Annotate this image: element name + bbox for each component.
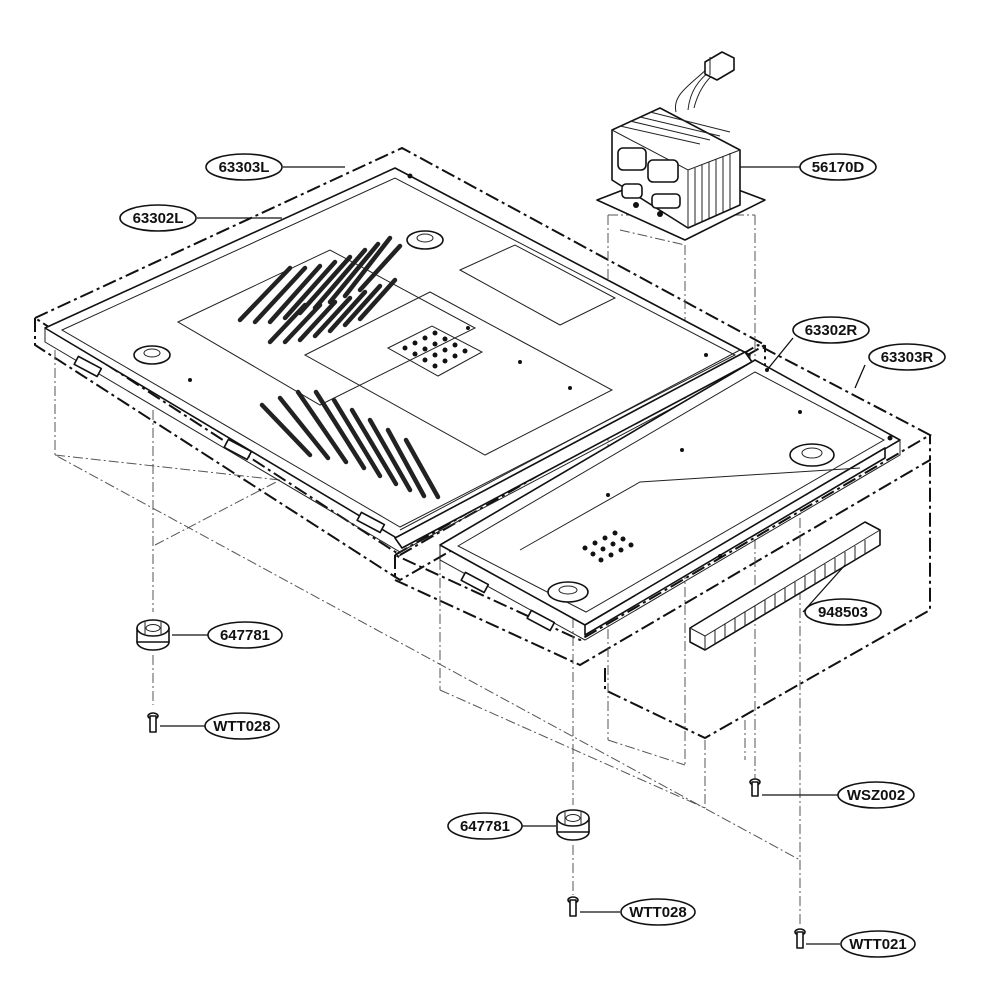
label-647781-left: 647781 — [207, 621, 283, 649]
label-WTT028-left-text: WTT028 — [213, 718, 271, 735]
label-WTT028-left: WTT028 — [204, 712, 280, 740]
label-WTT028-center: WTT028 — [620, 898, 696, 926]
grille-holes-right — [582, 530, 634, 563]
label-63302L: 63302L — [119, 204, 197, 232]
label-56170D: 56170D — [799, 153, 877, 181]
label-647781-center: 647781 — [447, 812, 523, 840]
leader-lines — [160, 166, 866, 945]
transformer — [596, 51, 766, 241]
foam-strip — [689, 521, 881, 651]
base-plate-right — [439, 359, 901, 641]
label-63303L-text: 63303L — [219, 159, 270, 176]
label-WTT028-center-text: WTT028 — [629, 904, 687, 921]
foot-center — [556, 809, 590, 841]
vent-slots-upper — [237, 235, 403, 345]
label-63303R-text: 63303R — [881, 349, 934, 366]
label-63303R: 63303R — [868, 343, 946, 371]
label-63302R-text: 63302R — [805, 322, 858, 339]
label-WTT021-text: WTT021 — [849, 936, 907, 953]
vent-slots-lower — [259, 389, 441, 500]
label-WSZ002: WSZ002 — [837, 781, 915, 809]
screw-wtt021 — [794, 928, 806, 949]
screw-center — [567, 896, 579, 917]
transformer-laminations — [619, 111, 731, 224]
label-647781-left-text: 647781 — [220, 627, 270, 644]
label-948503-text: 948503 — [818, 604, 868, 621]
base-plate-left — [44, 167, 753, 553]
label-WTT021: WTT021 — [840, 930, 916, 958]
label-56170D-text: 56170D — [812, 159, 865, 176]
screw-left — [147, 712, 159, 733]
foot-left — [136, 619, 170, 651]
grille-holes — [402, 330, 468, 369]
label-647781-center-text: 647781 — [460, 818, 510, 835]
label-63303L: 63303L — [205, 153, 283, 181]
screw-wsz002 — [749, 778, 761, 797]
label-63302L-text: 63302L — [133, 210, 184, 227]
label-WSZ002-text: WSZ002 — [847, 787, 905, 804]
label-948503: 948503 — [804, 598, 882, 626]
assembly-outline-left — [32, 146, 768, 582]
label-63302R: 63302R — [792, 316, 870, 344]
